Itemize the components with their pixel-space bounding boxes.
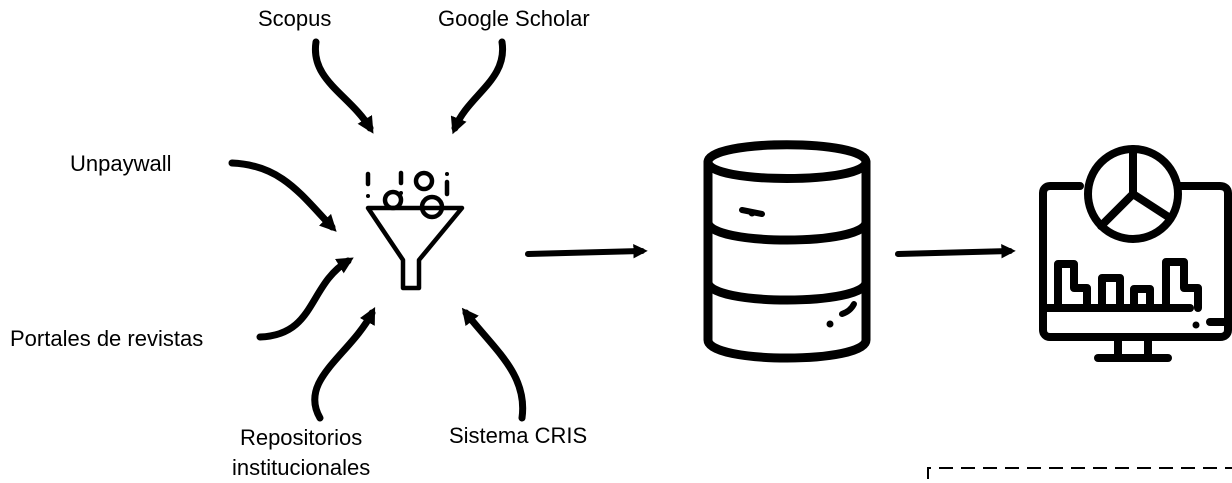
label-repositorios-institucionales: Repositorios institucionales: [232, 423, 370, 483]
arrow-repositorios: [311, 307, 376, 422]
arrow-unpaywall: [228, 159, 337, 232]
dashed-box: [927, 467, 1232, 479]
arrow-sistema-cris: [461, 307, 527, 422]
label-repositorios-line1: Repositorios: [239, 425, 363, 450]
arrow-portales: [256, 257, 354, 341]
monitor-chart-icon: [1039, 145, 1232, 362]
arrow-database-to-monitor: [895, 244, 1016, 259]
label-repositorios-line2: institucionales: [232, 455, 371, 480]
arrow-google-scholar: [450, 38, 507, 135]
funnel-icon: [365, 170, 465, 291]
arrow-scopus: [311, 38, 374, 134]
database-icon: [703, 140, 871, 363]
label-google-scholar: Google Scholar: [438, 6, 590, 31]
label-sistema-cris: Sistema CRIS: [449, 423, 588, 448]
arrow-funnel-to-database: [525, 244, 648, 259]
label-unpaywall: Unpaywall: [70, 151, 172, 176]
label-portales-de-revistas: Portales de revistas: [10, 326, 204, 351]
label-scopus: Scopus: [258, 6, 332, 31]
